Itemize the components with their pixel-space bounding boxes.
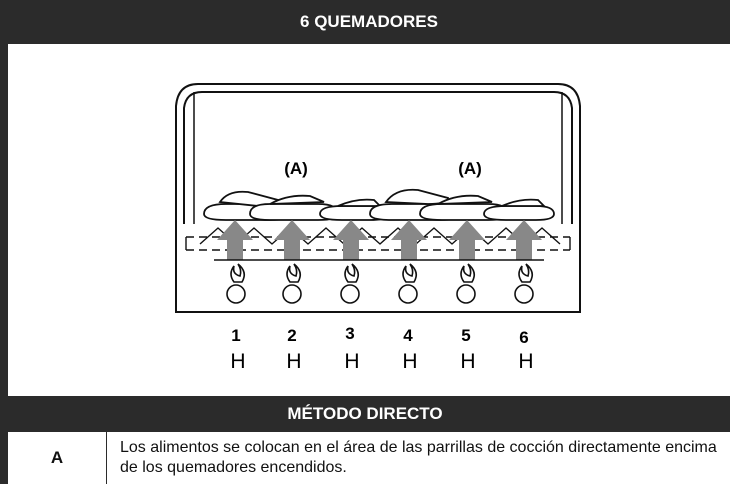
burner-6: [514, 263, 534, 304]
burner-number: 1: [231, 326, 240, 345]
burner-number: 3: [345, 324, 354, 343]
zone-label: (A): [458, 159, 482, 178]
burner-3: [340, 263, 360, 304]
burners-title: 6 QUEMADORES: [0, 0, 730, 44]
method-title: MÉTODO DIRECTO: [0, 396, 730, 432]
burner-setting: H: [344, 350, 359, 373]
burner-setting: H: [230, 350, 245, 373]
burner-knobs: [226, 263, 534, 304]
method-row-key: A: [8, 432, 107, 484]
grill-lid: [175, 83, 581, 224]
method-row: A Los alimentos se colocan en el área de…: [8, 432, 730, 484]
burner-1: [226, 263, 246, 304]
burner-2: [282, 263, 302, 304]
food-items: [203, 188, 555, 221]
left-border: [0, 432, 8, 484]
heat-arrows: [217, 220, 542, 260]
method-row-text: Los alimentos se colocan en el área de l…: [120, 439, 717, 476]
burner-4: [398, 263, 418, 304]
burner-setting: H: [518, 350, 533, 373]
left-border: [0, 44, 8, 396]
burner-setting: H: [402, 350, 417, 373]
firebox: [175, 224, 581, 313]
burner-number: 2: [287, 326, 296, 345]
burner-number: 6: [519, 328, 528, 347]
burner-5: [456, 263, 476, 304]
burner-number: 5: [461, 326, 470, 345]
burner-number: 4: [403, 326, 413, 345]
zone-label: (A): [284, 159, 308, 178]
grill-diagram: (A) (A) 1 2 3 4 5 6 H H H H H H: [175, 83, 581, 373]
burner-setting: H: [286, 350, 301, 373]
burner-setting: H: [460, 350, 475, 373]
